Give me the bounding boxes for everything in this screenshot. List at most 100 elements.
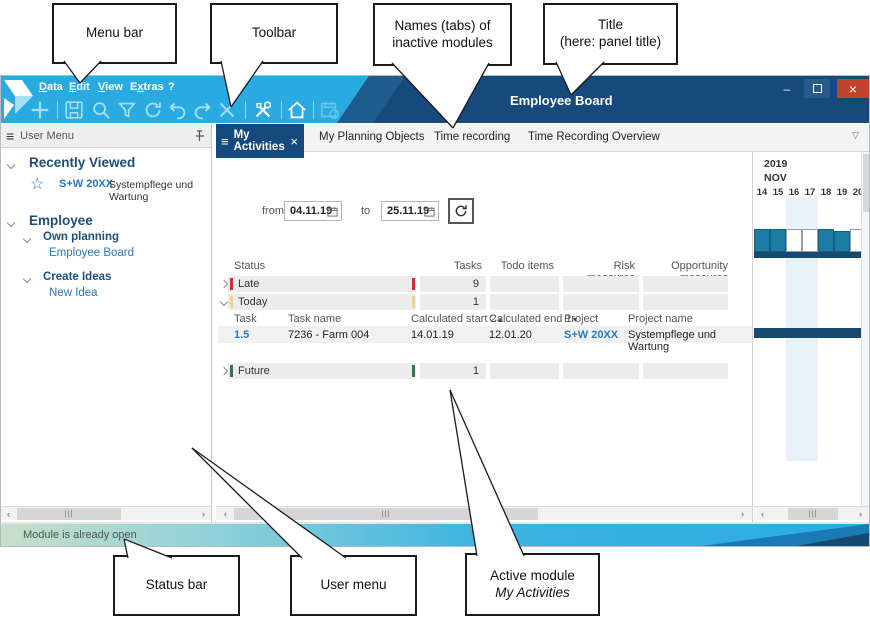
timeline-month: NOV	[764, 172, 787, 184]
home-icon[interactable]	[286, 99, 308, 121]
timeline-hscrollbar[interactable]: ‹ ||| ›	[754, 506, 869, 520]
menu-item-edit[interactable]: Edit	[69, 81, 90, 93]
refresh-icon[interactable]	[142, 99, 164, 121]
redo-icon[interactable]	[191, 99, 213, 121]
tab-my-activities[interactable]: ≡ My Activities ×	[216, 124, 304, 158]
scroll-thumb[interactable]	[863, 154, 869, 212]
sidebar-section-recently-viewed[interactable]: Recently Viewed	[29, 155, 136, 170]
pin-icon[interactable]	[193, 129, 205, 142]
task-project-link[interactable]: S+W 20XX	[564, 329, 619, 341]
chevron-right-icon[interactable]	[219, 279, 229, 289]
timeline-vscrollbar[interactable]	[861, 152, 869, 506]
subcol-calculated-end[interactable]: Calculated end 1▼	[489, 313, 579, 325]
menu-item-help[interactable]: ?	[168, 81, 175, 93]
to-date-input[interactable]: 25.11.19	[381, 201, 439, 221]
chevron-down-icon[interactable]	[6, 218, 16, 228]
subcol-calculated-start[interactable]: Calculated start 2▲	[411, 313, 504, 325]
scroll-thumb[interactable]: |||	[17, 508, 121, 520]
panel-gutter	[212, 124, 216, 522]
capacity-bar	[786, 229, 802, 252]
tab-my-planning-objects[interactable]: My Planning Objects	[319, 131, 425, 143]
tab-menu-icon[interactable]: ≡	[221, 133, 229, 149]
save-icon[interactable]	[63, 99, 85, 121]
search-icon[interactable]	[90, 99, 112, 121]
empty-cell	[490, 294, 559, 310]
chevron-down-icon[interactable]	[6, 160, 16, 170]
sidebar-section-employee[interactable]: Employee	[29, 213, 93, 228]
chevron-down-icon[interactable]	[22, 234, 32, 244]
chevron-right-icon[interactable]	[219, 366, 229, 376]
apply-refresh-button[interactable]	[448, 198, 474, 224]
recent-item-name[interactable]: Systempflege und Wartung	[109, 178, 194, 203]
subcol-project-name[interactable]: Project name	[628, 313, 693, 325]
chevron-down-icon[interactable]	[219, 297, 229, 307]
scroll-left-icon[interactable]: ‹	[2, 508, 15, 520]
scroll-right-icon[interactable]: ›	[854, 508, 867, 520]
filter-icon[interactable]	[116, 99, 138, 121]
menu-item-data[interactable]: Data	[39, 81, 63, 93]
subcol-task-name[interactable]: Task name	[288, 313, 342, 325]
minimize-button[interactable]: –	[783, 81, 791, 96]
col-status[interactable]: Status	[234, 260, 266, 272]
task-id-link[interactable]: 1.5	[234, 329, 250, 341]
scroll-right-icon[interactable]: ›	[197, 508, 210, 520]
tab-time-recording-overview[interactable]: Time Recording Overview	[528, 131, 660, 143]
empty-cell	[563, 294, 639, 310]
callout-title: Title(here: panel title)	[543, 3, 678, 65]
task-end: 12.01.20	[489, 329, 532, 341]
hamburger-icon[interactable]: ≡	[6, 127, 15, 144]
user-menu-panel: ≡ User Menu Recently Viewed ☆ S+W 20XX S…	[1, 124, 212, 548]
scroll-left-icon[interactable]: ‹	[756, 508, 769, 520]
panel-title: Employee Board	[510, 93, 613, 108]
day-label: 16	[788, 187, 800, 198]
menu-item-view[interactable]: View	[98, 81, 123, 93]
divider	[1, 522, 869, 524]
day-label: 15	[772, 187, 784, 198]
tab-close-icon[interactable]: ×	[290, 133, 298, 149]
main-hscrollbar[interactable]: ‹ ||| ›	[216, 506, 752, 520]
scroll-thumb[interactable]: |||	[788, 508, 838, 520]
task-start: 14.01.19	[411, 329, 454, 341]
empty-cell	[563, 276, 639, 292]
toolbar-separator	[281, 101, 282, 119]
recent-item-code[interactable]: S+W 20XX	[59, 178, 114, 190]
close-button[interactable]: ×	[837, 79, 869, 98]
menu-item-extras[interactable]: Extras	[130, 81, 164, 93]
sidebar-item-own-planning[interactable]: Own planning	[43, 231, 120, 243]
tools-icon[interactable]	[252, 99, 274, 121]
scroll-thumb[interactable]: |||	[234, 508, 538, 520]
sidebar-link-employee-board[interactable]: Employee Board	[49, 247, 135, 259]
chevron-down-icon[interactable]	[22, 274, 32, 284]
col-todo-items[interactable]: Todo items	[500, 260, 554, 272]
add-icon[interactable]	[29, 99, 51, 121]
task-row[interactable]: 1.5 7236 - Farm 004 14.01.19 12.01.20 S+…	[218, 326, 752, 353]
sidebar-link-new-idea[interactable]: New Idea	[49, 287, 98, 299]
scroll-right-icon[interactable]: ›	[736, 508, 749, 520]
calendar-icon[interactable]	[327, 206, 338, 217]
from-date-input[interactable]: 04.11.19	[284, 201, 342, 221]
star-icon[interactable]: ☆	[30, 176, 45, 193]
calendar-icon[interactable]	[424, 206, 435, 217]
tab-time-recording[interactable]: Time recording	[434, 131, 511, 143]
undo-icon[interactable]	[167, 99, 189, 121]
subcol-task[interactable]: Task	[234, 313, 257, 325]
day-label: 19	[836, 187, 848, 198]
active-tab-label: My Activities	[233, 129, 285, 153]
task-gantt-bar[interactable]	[754, 328, 867, 338]
sidebar-hscrollbar[interactable]: ‹ ||| ›	[1, 506, 211, 520]
scroll-left-icon[interactable]: ‹	[219, 508, 232, 520]
tab-overflow-icon[interactable]: ▽	[852, 130, 859, 140]
callout-toolbar: Toolbar	[210, 3, 338, 64]
my-activities-module: from 04.11.19 to 25.11.19 Status Tasks T…	[216, 152, 753, 522]
subcol-project[interactable]: Project	[564, 313, 599, 325]
delete-icon[interactable]	[216, 99, 238, 121]
sidebar-item-create-ideas[interactable]: Create Ideas	[43, 271, 112, 283]
maximize-button[interactable]	[804, 79, 830, 98]
callout-user-menu: User menu	[290, 555, 417, 616]
empty-cell	[490, 363, 559, 379]
empty-cell	[643, 294, 728, 310]
col-tasks[interactable]: Tasks	[453, 260, 482, 272]
sort-asc-icon: ▲	[496, 317, 504, 324]
callout-status-bar: Status bar	[113, 555, 240, 616]
